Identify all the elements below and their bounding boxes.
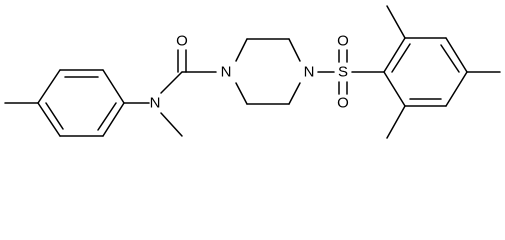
- bond-methyl-bottom: [386, 105, 406, 139]
- bond-mes-4: [445, 71, 468, 107]
- bond-pip-c3-n4: [288, 38, 301, 62]
- bond-tolyl-3: [102, 69, 125, 104]
- bond-methyl-top: [386, 5, 406, 39]
- amide-group: [123, 49, 217, 137]
- bond-mes-3: [445, 37, 468, 73]
- bond-mes-3-inner: [440, 44, 460, 73]
- tolyl-ring: [4, 69, 125, 137]
- atom-s-sulfonyl: S: [338, 64, 348, 81]
- piperazine-ring: [235, 38, 301, 105]
- atom-o-sulfonyl-top: O: [337, 33, 349, 50]
- sulfonyl-group: [317, 49, 385, 95]
- bond-mes-6: [383, 71, 406, 107]
- atom-n-amide: N: [150, 95, 161, 112]
- bond-pip-n1-c2: [235, 38, 248, 62]
- atom-n-piperazine-1: N: [221, 64, 232, 81]
- bond-tolyl-4-inner: [97, 102, 117, 131]
- bond-pip-n4-c5: [288, 82, 301, 105]
- atom-o-sulfonyl-bottom: O: [337, 95, 349, 112]
- bond-n-methyl: [160, 112, 183, 137]
- atom-o-carbonyl: O: [176, 33, 188, 50]
- molecule-structure: O N N N S O O: [4, 5, 501, 139]
- bond-pip-c6-n1: [235, 82, 248, 105]
- bond-n-carbonyl-c: [160, 71, 183, 94]
- atom-n-piperazine-4: N: [304, 64, 315, 81]
- bond-tolyl-6: [37, 102, 61, 137]
- mesityl-ring: [383, 5, 501, 139]
- bond-tolyl-1: [37, 69, 61, 104]
- bond-tolyl-6-inner: [45, 102, 64, 130]
- bond-tolyl-4: [102, 102, 125, 137]
- bond-mes-1-inner: [391, 43, 411, 73]
- bond-mes-1: [383, 37, 406, 73]
